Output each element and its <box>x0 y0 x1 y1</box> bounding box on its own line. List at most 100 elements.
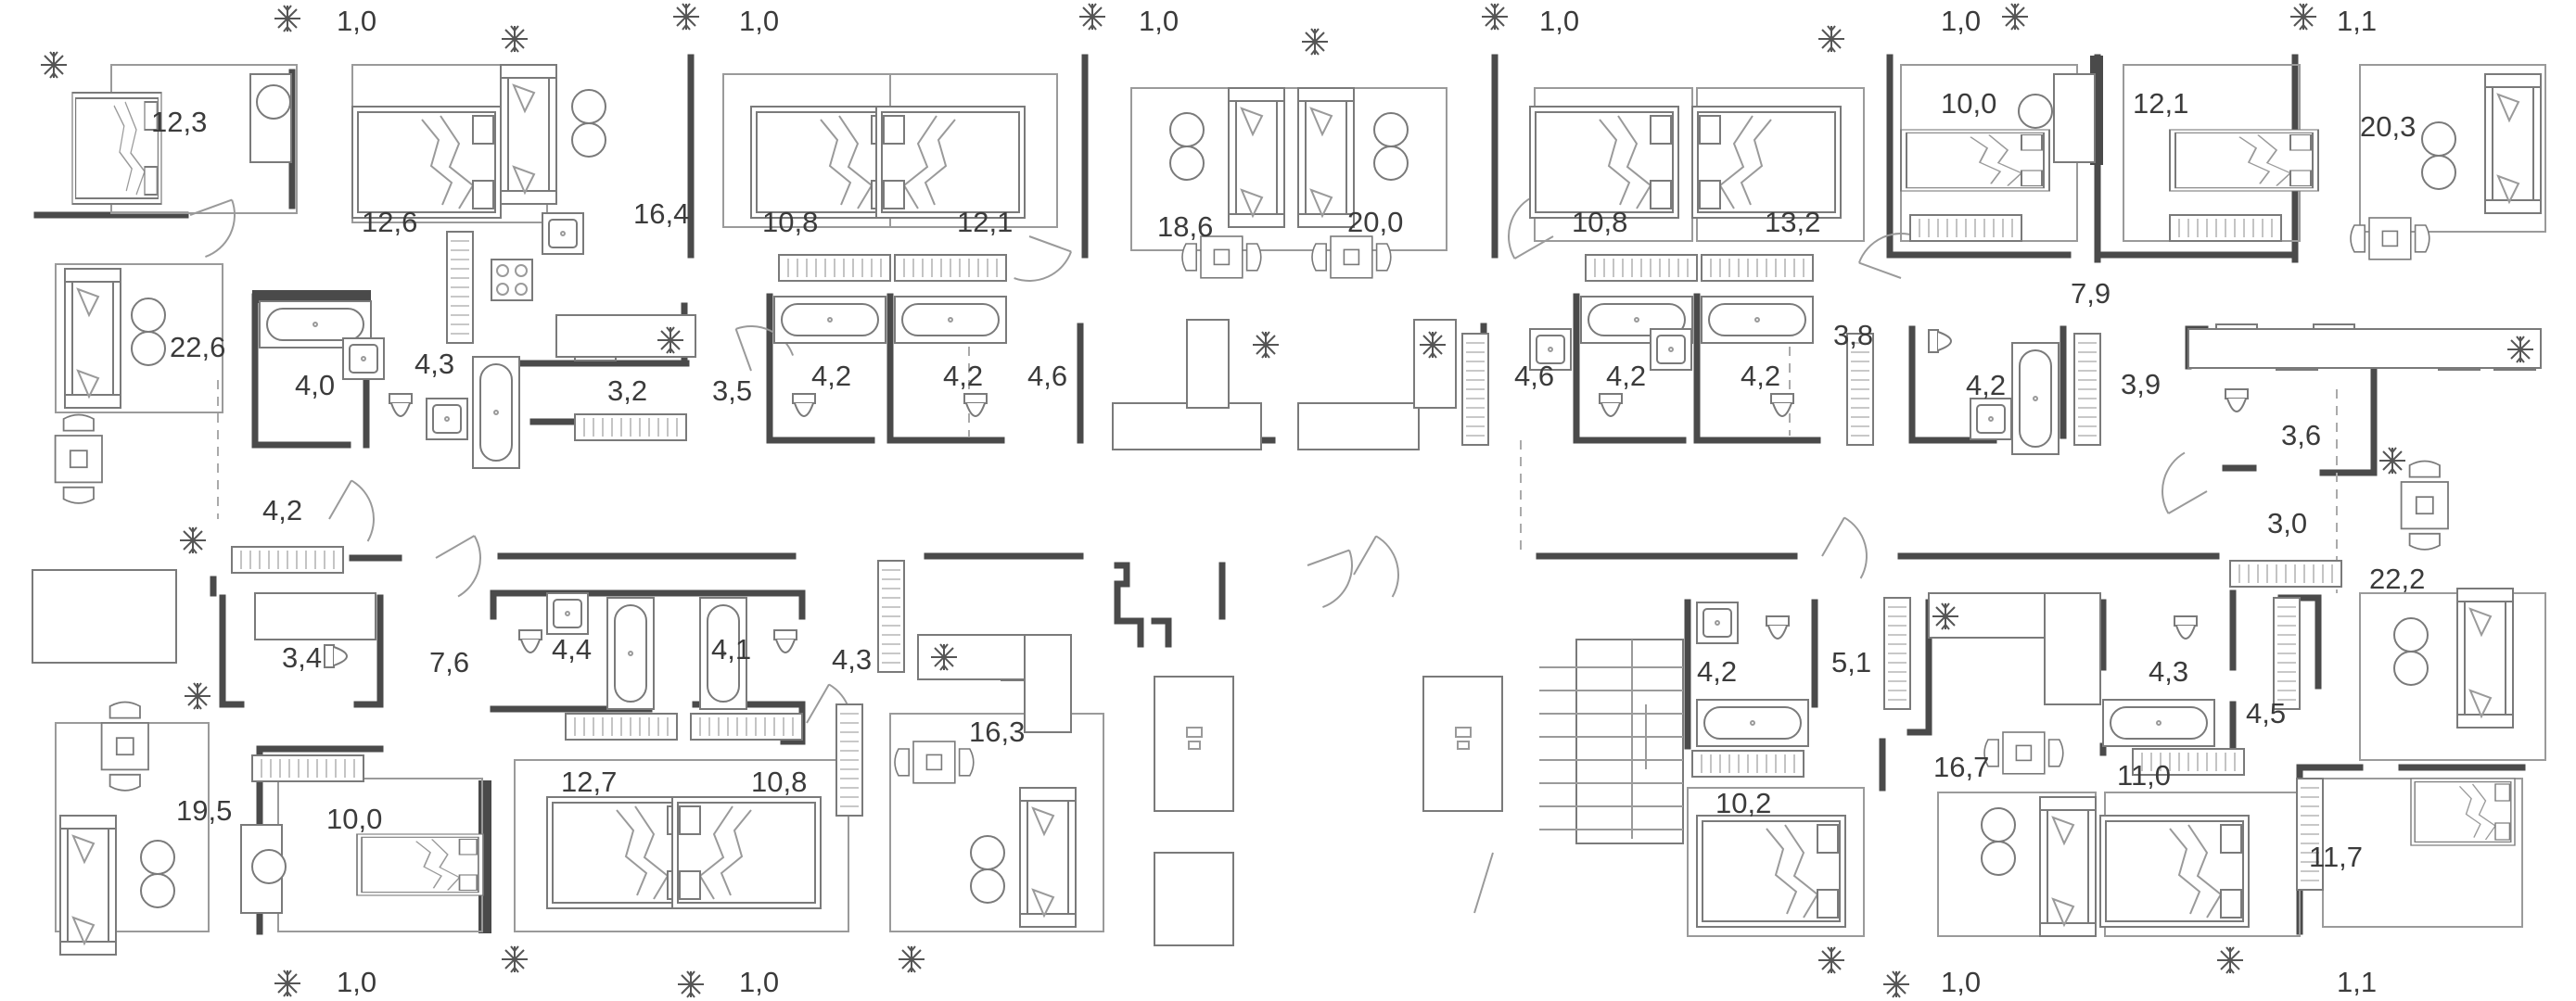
bed-icon <box>71 92 162 205</box>
snowflake-icon <box>930 643 958 671</box>
bathtub-icon <box>2011 342 2060 455</box>
snowflake-icon <box>898 945 925 973</box>
sofa-icon <box>2484 73 2542 214</box>
sofa-icon <box>1228 87 1285 228</box>
dining-table-icon <box>54 413 103 504</box>
toilet-icon <box>324 644 348 668</box>
area-label: 10,2 <box>1715 787 1771 819</box>
toilet-icon <box>2174 615 2198 640</box>
bathtub-icon <box>2102 699 2215 747</box>
toilet-icon <box>1599 393 1623 417</box>
area-label: 12,1 <box>957 206 1013 238</box>
area-label: 4,6 <box>1027 360 1067 392</box>
area-label: 4,6 <box>1514 360 1554 392</box>
area-label: 18,6 <box>1157 210 1213 243</box>
area-label: 12,7 <box>561 766 617 798</box>
snowflake-icon <box>657 326 684 354</box>
snowflake-icon <box>274 5 301 32</box>
snowflake-icon <box>184 682 211 710</box>
area-label: 4,0 <box>295 369 335 401</box>
bathtub-icon <box>1696 699 1809 747</box>
sink-icon <box>1696 602 1739 644</box>
bed-icon <box>351 106 502 219</box>
area-label: 3,2 <box>607 374 647 407</box>
sofa-icon <box>1019 787 1077 928</box>
area-label: 4,3 <box>2149 655 2188 688</box>
area-label: 4,5 <box>2246 697 2286 729</box>
area-label: 16,4 <box>633 197 689 230</box>
area-label: 1,0 <box>1941 5 1981 37</box>
area-label: 4,2 <box>1741 360 1780 392</box>
area-label: 1,0 <box>337 966 376 998</box>
sofa-icon <box>64 268 121 409</box>
bed-icon <box>1691 106 1842 219</box>
area-label: 4,3 <box>414 348 454 380</box>
area-label: 12,6 <box>362 206 417 238</box>
area-label: 4,2 <box>943 360 983 392</box>
area-label: 10,8 <box>1572 206 1627 238</box>
snowflake-icon <box>1817 946 1845 974</box>
bed-icon <box>1900 129 2050 192</box>
area-label: 11,0 <box>2117 759 2171 792</box>
sofa-icon <box>2039 796 2097 937</box>
desk-icon <box>2053 73 2096 163</box>
snowflake-icon <box>1078 3 1106 31</box>
snowflake-icon <box>1481 3 1509 31</box>
dining-table-icon <box>2350 217 2430 260</box>
area-label: 4,4 <box>552 633 592 665</box>
bathtub-icon <box>894 296 1007 344</box>
area-label: 3,6 <box>2281 419 2321 451</box>
bathtub-icon <box>606 597 655 710</box>
sink-icon <box>1970 398 2012 440</box>
sofa-icon <box>59 815 117 956</box>
area-label: 1,0 <box>337 5 376 37</box>
bed-icon <box>1696 815 1846 928</box>
snowflake-icon <box>501 945 529 973</box>
area-label: 1,0 <box>739 966 779 998</box>
area-label: 22,2 <box>2369 563 2425 595</box>
area-label: 4,2 <box>1966 369 2006 401</box>
lift-shafts <box>1154 676 1503 946</box>
area-label: 3,0 <box>2267 507 2307 539</box>
snowflake-icon <box>1301 28 1329 56</box>
dining-table-icon <box>100 701 149 792</box>
beds <box>71 92 2516 928</box>
area-label: 3,5 <box>712 374 752 407</box>
bed-icon <box>356 833 484 896</box>
area-label: 3,8 <box>1833 319 1873 351</box>
sink-icon <box>342 337 385 380</box>
area-label: 1,0 <box>1139 5 1179 37</box>
snowflake-icon <box>2289 3 2317 31</box>
area-label: 4,2 <box>1606 360 1646 392</box>
sink-icon <box>426 398 468 440</box>
toilet-icon <box>2225 388 2249 412</box>
area-label: 1,0 <box>1941 966 1981 998</box>
bed-icon <box>875 106 1026 219</box>
area-label: 16,7 <box>1933 751 1989 783</box>
snowflake-icon <box>2506 336 2534 363</box>
snowflake-icon <box>2216 946 2244 974</box>
area-label: 7,9 <box>2071 277 2111 310</box>
toilet-icon <box>1770 393 1794 417</box>
area-label: 10,0 <box>326 803 382 835</box>
toilet-icon <box>792 393 816 417</box>
snowflake-icon <box>274 969 301 997</box>
area-label: 4,2 <box>811 360 851 392</box>
snowflake-icon <box>2378 447 2406 475</box>
area-label: 22,6 <box>170 331 225 363</box>
bathtub-icon <box>472 356 520 469</box>
sink-icon <box>546 592 589 635</box>
sofa-icon <box>2456 588 2514 729</box>
bed-icon <box>671 796 822 909</box>
bathtub-icon <box>1701 296 1814 344</box>
snowflake-icon <box>1817 25 1845 53</box>
area-label: 1,0 <box>1539 5 1579 37</box>
toilet-icon <box>1766 615 1790 640</box>
sink-icon <box>1650 328 1692 371</box>
snowflake-icon <box>1252 331 1280 359</box>
bathtub-icon <box>773 296 886 344</box>
snowflake-icon <box>1882 970 1910 998</box>
dining-table-icon <box>894 741 975 784</box>
area-label: 3,4 <box>282 641 322 674</box>
toilet-icon <box>773 629 797 653</box>
